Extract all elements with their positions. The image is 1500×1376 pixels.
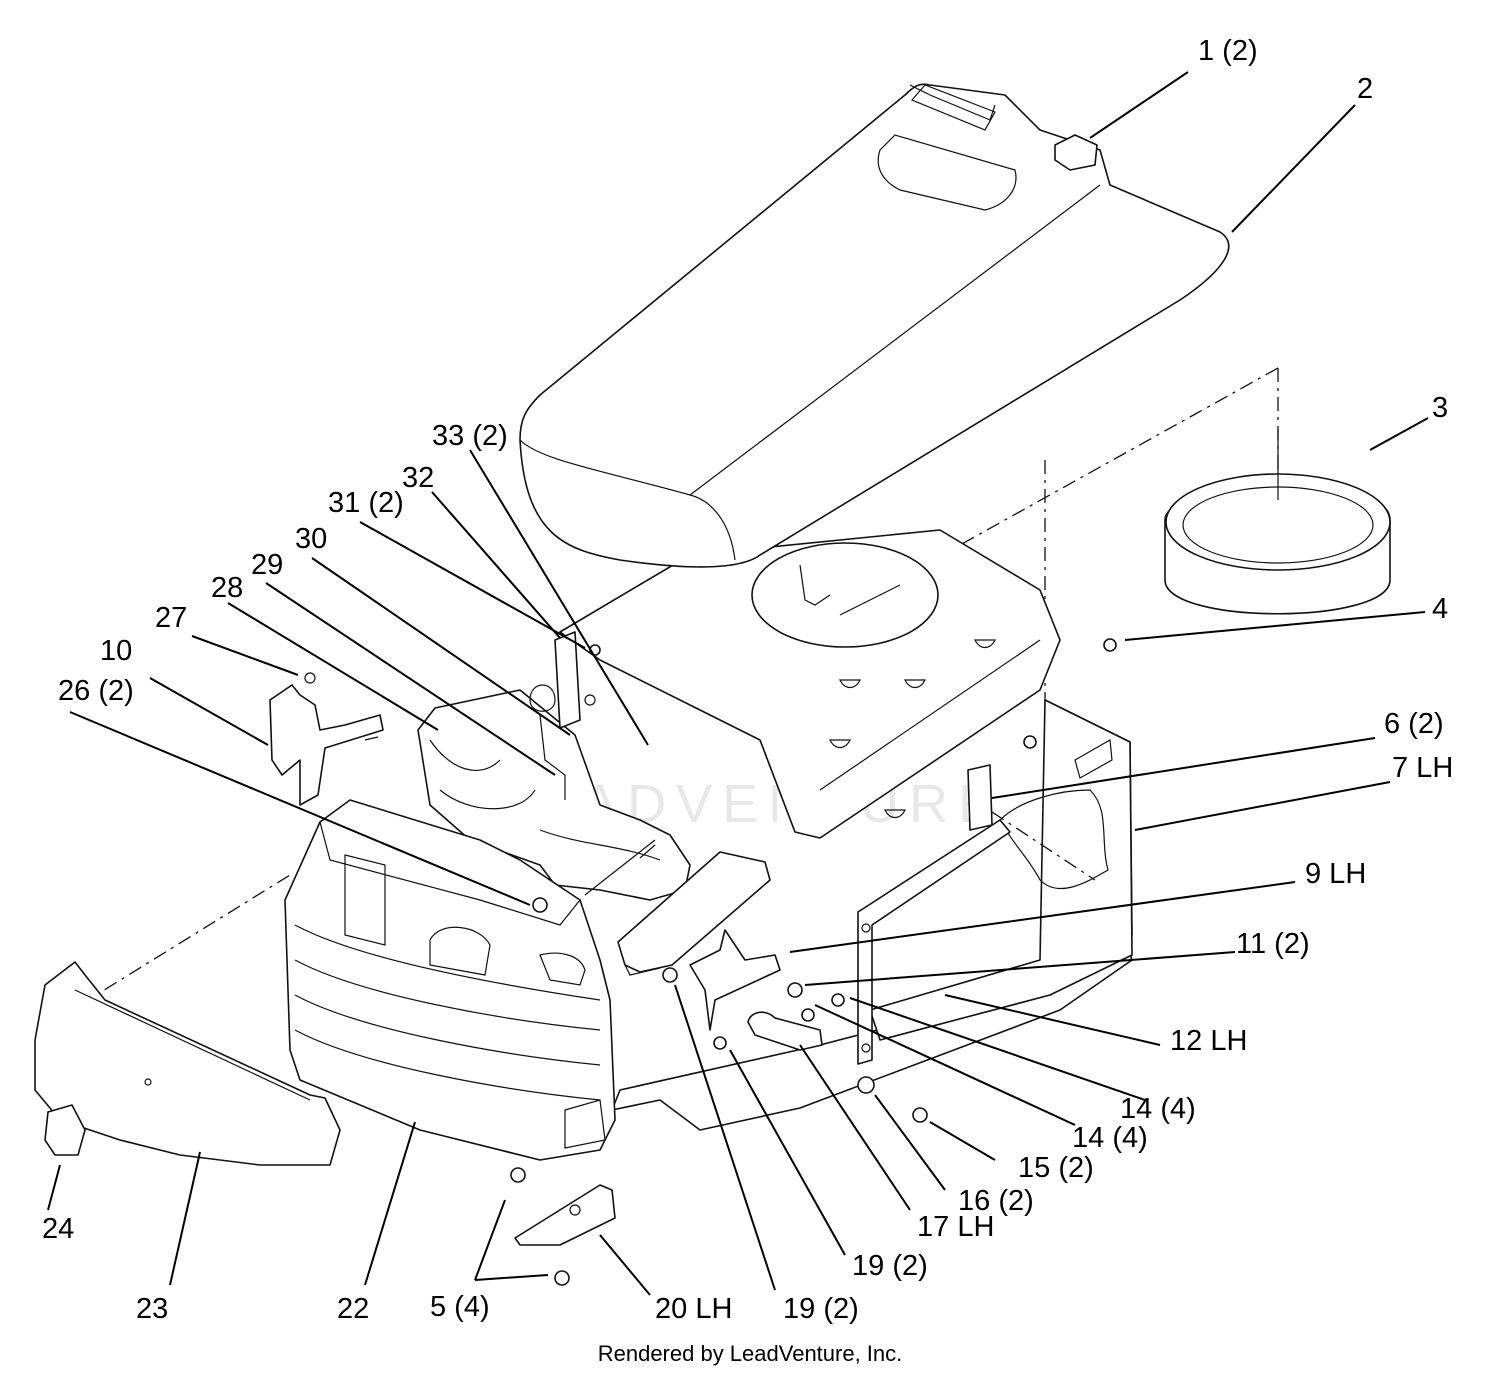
- callout-27: 27: [155, 602, 187, 634]
- hood-shroud: [559, 529, 1061, 839]
- part-1-clip: [1054, 134, 1098, 171]
- callout-17: 17 LH: [917, 1211, 994, 1243]
- callout-31: 31 (2): [328, 487, 404, 519]
- part-24-emblem: [44, 1104, 86, 1156]
- centerline: [959, 367, 1279, 546]
- callout-16: 16 (2): [958, 1185, 1034, 1217]
- callout-14b: 14 (4): [1072, 1122, 1148, 1154]
- footer-credit: Rendered by LeadVenture, Inc.: [598, 1341, 903, 1366]
- hardware: [510, 638, 1117, 1286]
- callout-7: 7 LH: [1392, 752, 1453, 784]
- part-12-bracket: [857, 819, 1011, 1065]
- part-9-frame-bracket: [617, 851, 823, 1051]
- callout-28: 28: [211, 572, 243, 604]
- callout-9: 9 LH: [1305, 858, 1366, 890]
- callout-6: 6 (2): [1384, 708, 1444, 740]
- part-22-grille: [284, 799, 616, 1161]
- part-32-bracket: [529, 631, 596, 800]
- part-6-pad: [967, 764, 993, 831]
- callout-19a: 19 (2): [852, 1250, 928, 1282]
- callout-26: 26 (2): [58, 675, 134, 707]
- callout-labels: 1 (2) 2 3 4 6 (2) 7 LH 9 LH 11 (2) 12 LH…: [42, 35, 1453, 1325]
- callout-29: 29: [251, 549, 283, 581]
- callout-10: 10: [100, 635, 132, 667]
- part-3-ring: [1164, 430, 1391, 615]
- part-20-plate: [514, 1184, 616, 1246]
- callout-22: 22: [337, 1293, 369, 1325]
- callout-11: 11 (2): [1236, 928, 1310, 960]
- callout-2: 2: [1357, 73, 1373, 105]
- callout-20: 20 LH: [655, 1293, 732, 1325]
- centerline: [991, 811, 1096, 881]
- centerline: [79, 874, 291, 1006]
- callout-33: 33 (2): [432, 420, 508, 452]
- callout-32: 32: [402, 462, 434, 494]
- callout-24: 24: [42, 1213, 74, 1245]
- callout-15: 15 (2): [1018, 1152, 1094, 1184]
- callout-12: 12 LH: [1170, 1025, 1247, 1057]
- callout-1: 1 (2): [1198, 35, 1258, 67]
- callout-14a: 14 (4): [1120, 1093, 1196, 1125]
- callout-5: 5 (4): [430, 1291, 490, 1323]
- callout-30: 30: [295, 523, 327, 555]
- part-2-hood: [519, 83, 1230, 568]
- callout-3: 3: [1432, 392, 1448, 424]
- callout-19b: 19 (2): [783, 1293, 859, 1325]
- callout-23: 23: [136, 1293, 168, 1325]
- leader-lines: [47, 71, 1429, 1296]
- part-23-bumper: [34, 961, 341, 1166]
- part-10-bracket: [269, 672, 384, 806]
- callout-4: 4: [1432, 593, 1448, 625]
